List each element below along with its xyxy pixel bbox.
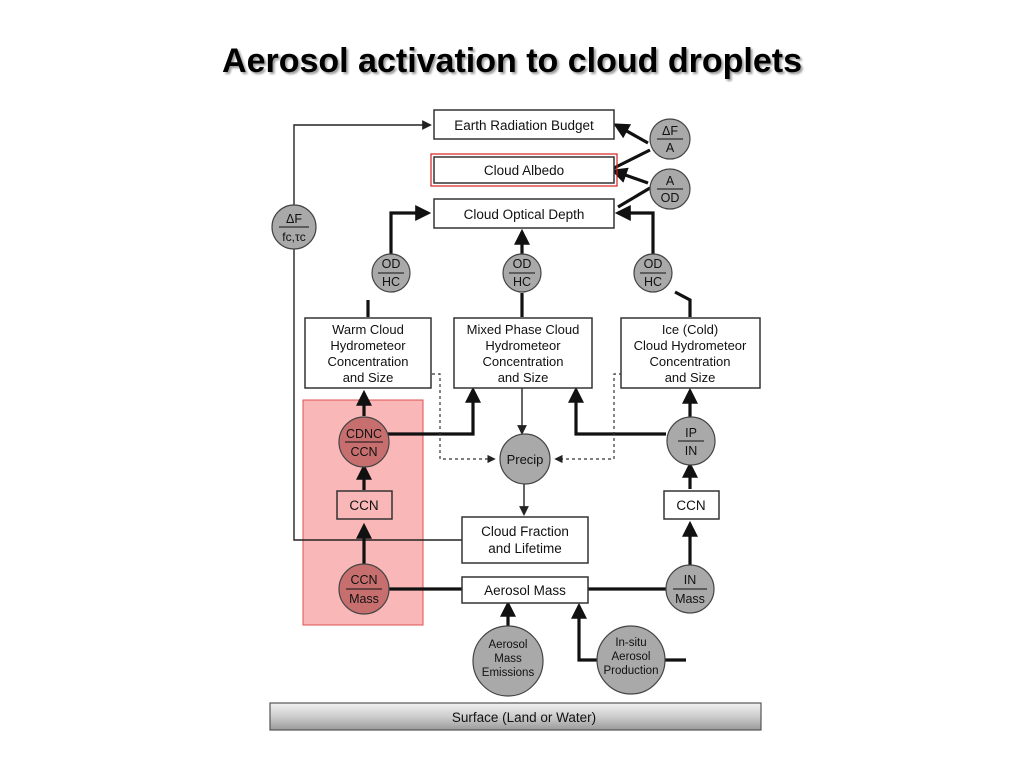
- node-od-hc-center: OD HC: [502, 253, 542, 293]
- box-cloud-fraction: Cloud Fraction and Lifetime: [461, 516, 589, 564]
- node-a-od-top: A: [666, 174, 675, 188]
- node-od-hc-right-top: OD: [644, 257, 663, 271]
- box-warm-cloud-line-3: Concentration: [328, 354, 409, 369]
- box-cloud-fraction-line-1: Cloud Fraction: [481, 524, 569, 539]
- node-ccn-mass-top: CCN: [350, 573, 377, 587]
- node-emissions-line-2: Mass: [494, 653, 522, 665]
- node-od-hc-left: OD HC: [371, 253, 411, 293]
- node-df-a-top: ΔF: [662, 124, 678, 138]
- node-precip: Precip: [499, 433, 551, 485]
- node-df-a: ΔF A: [649, 118, 691, 160]
- box-ccn-left: CCN: [336, 490, 393, 520]
- box-mixed-phase-line-1: Mixed Phase Cloud: [467, 322, 580, 337]
- node-cdnc-ccn: CDNC CCN: [338, 416, 390, 468]
- box-earth-radiation-budget-label: Earth Radiation Budget: [454, 118, 594, 133]
- box-cloud-optical-depth-label: Cloud Optical Depth: [464, 207, 585, 222]
- node-df-fc-tau-bottom: fc,τc: [282, 230, 305, 244]
- node-od-hc-left-bottom: HC: [382, 275, 400, 289]
- box-ice-cloud-line-1: Ice (Cold): [662, 322, 718, 337]
- node-insitu-line-2: Aerosol: [612, 651, 651, 663]
- node-od-hc-right-bottom: HC: [644, 275, 662, 289]
- box-ccn-right: CCN: [663, 490, 720, 520]
- box-ice-cloud-line-3: Concentration: [650, 354, 731, 369]
- connections: [293, 120, 698, 662]
- node-od-hc-center-top: OD: [513, 257, 532, 271]
- box-ice-cloud: Ice (Cold) Cloud Hydrometeor Concentrati…: [620, 317, 761, 389]
- node-ccn-mass: CCN Mass: [338, 563, 390, 615]
- box-warm-cloud-line-2: Hydrometeor: [330, 338, 406, 353]
- slide-title: Aerosol activation to cloud droplets: [222, 42, 802, 80]
- node-df-fc-tau: ΔF fc,τc: [271, 204, 317, 250]
- node-insitu-aerosol-production: In-situ Aerosol Production: [596, 625, 666, 695]
- node-od-hc-center-bottom: HC: [513, 275, 531, 289]
- node-insitu-line-3: Production: [604, 665, 659, 677]
- node-cdnc-ccn-bottom: CCN: [350, 445, 377, 459]
- box-aerosol-mass-label: Aerosol Mass: [484, 583, 566, 598]
- node-df-a-bottom: A: [666, 141, 675, 155]
- box-earth-radiation-budget: Earth Radiation Budget: [433, 109, 615, 140]
- box-ice-cloud-line-2: Cloud Hydrometeor: [634, 338, 747, 353]
- node-emissions-line-1: Aerosol: [489, 639, 528, 651]
- box-mixed-phase-line-2: Hydrometeor: [485, 338, 561, 353]
- node-df-fc-tau-top: ΔF: [286, 212, 302, 226]
- box-cloud-optical-depth: Cloud Optical Depth: [433, 198, 615, 229]
- box-aerosol-mass: Aerosol Mass: [461, 576, 589, 604]
- node-aerosol-mass-emissions: Aerosol Mass Emissions: [472, 625, 544, 697]
- node-in-mass-bottom: Mass: [675, 592, 705, 606]
- node-a-od-bottom: OD: [661, 191, 680, 205]
- box-mixed-phase-cloud: Mixed Phase Cloud Hydrometeor Concentrat…: [453, 317, 593, 389]
- node-ip-in-top: IP: [685, 426, 697, 440]
- box-ccn-right-label: CCN: [676, 498, 705, 513]
- node-a-od: A OD: [649, 168, 691, 210]
- box-cloud-albedo: Cloud Albedo: [430, 153, 618, 187]
- node-in-mass-top: IN: [684, 573, 697, 587]
- box-warm-cloud-line-4: and Size: [343, 370, 394, 385]
- box-ice-cloud-line-4: and Size: [665, 370, 716, 385]
- box-warm-cloud: Warm Cloud Hydrometeor Concentration and…: [304, 317, 432, 389]
- node-od-hc-right: OD HC: [633, 253, 673, 293]
- box-surface: Surface (Land or Water): [269, 702, 762, 731]
- node-cdnc-ccn-top: CDNC: [346, 427, 382, 441]
- box-warm-cloud-line-1: Warm Cloud: [332, 322, 404, 337]
- node-in-mass: IN Mass: [665, 564, 715, 614]
- node-od-hc-left-top: OD: [382, 257, 401, 271]
- node-ip-in: IP IN: [666, 416, 716, 466]
- box-mixed-phase-line-4: and Size: [498, 370, 549, 385]
- node-emissions-line-3: Emissions: [482, 667, 535, 679]
- box-mixed-phase-line-3: Concentration: [483, 354, 564, 369]
- node-ccn-mass-bottom: Mass: [349, 592, 379, 606]
- box-ccn-left-label: CCN: [349, 498, 378, 513]
- box-surface-label: Surface (Land or Water): [452, 710, 596, 725]
- node-insitu-line-1: In-situ: [615, 637, 646, 649]
- node-precip-label: Precip: [507, 452, 544, 467]
- cloud-albedo-outline: [430, 153, 618, 187]
- node-ip-in-bottom: IN: [685, 444, 698, 458]
- box-cloud-fraction-line-2: and Lifetime: [488, 541, 562, 556]
- box-cloud-albedo-label: Cloud Albedo: [484, 163, 564, 178]
